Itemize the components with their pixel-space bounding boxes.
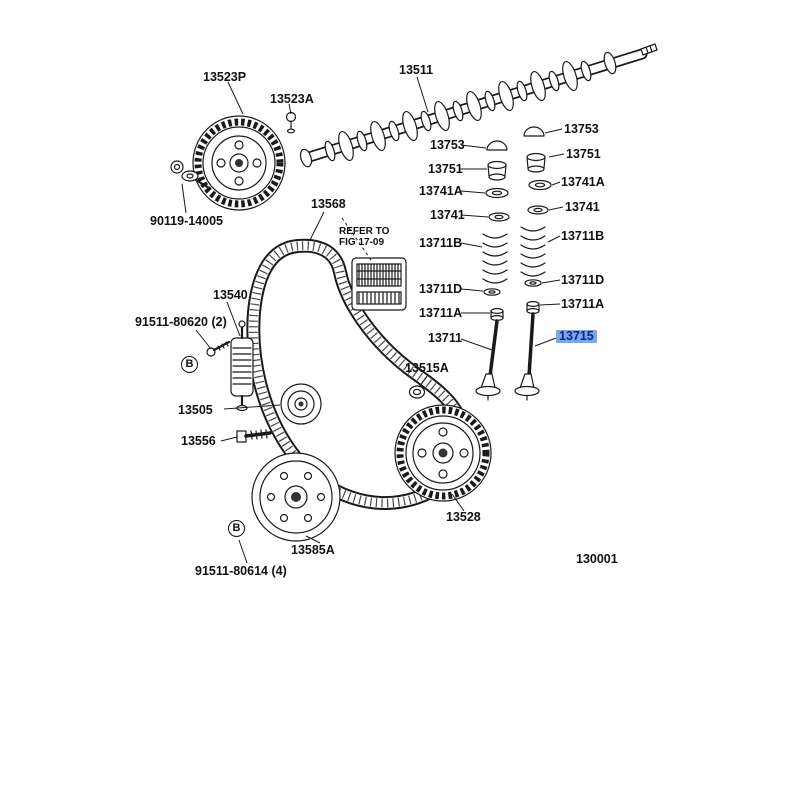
leader-lines <box>181 76 565 564</box>
part-label-13741-right[interactable]: 13741 <box>565 200 600 214</box>
washer-bolt-drawing <box>170 160 211 190</box>
part-label-13711d-right[interactable]: 13711D <box>561 273 605 287</box>
marker-b-tensioner-bolt: B <box>181 356 198 373</box>
part-label-13515a[interactable]: 13515A <box>405 361 449 375</box>
part-label-13711a-left[interactable]: 13711A <box>419 306 463 320</box>
part-label-13711a-right[interactable]: 13711A <box>561 297 605 311</box>
idler-pulley-drawing <box>280 383 322 425</box>
part-label-13711b-left[interactable]: 13711B <box>419 236 463 250</box>
camshaft-drawing <box>299 43 658 168</box>
refer-box-drawing <box>351 257 407 311</box>
cam-pulley-drawing <box>192 115 286 211</box>
refer-note-line1: REFER TO <box>339 226 390 237</box>
part-label-13741a-left[interactable]: 13741A <box>419 184 463 198</box>
part-label-13511[interactable]: 13511 <box>399 63 434 77</box>
ring-13515A-drawing <box>408 385 426 399</box>
refer-note-line2: FIG 17-09 <box>339 237 385 248</box>
part-label-13753-right[interactable]: 13753 <box>564 122 599 136</box>
part-label-91511-80620[interactable]: 91511-80620 (2) <box>135 315 227 329</box>
idler-bolt-drawing <box>236 429 272 443</box>
part-label-13528[interactable]: 13528 <box>446 510 481 524</box>
part-label-13568[interactable]: 13568 <box>311 197 346 211</box>
part-label-13753-left[interactable]: 13753 <box>430 138 465 152</box>
tensioner-drawing <box>230 320 254 412</box>
part-label-13540[interactable]: 13540 <box>213 288 248 302</box>
tensioner-bolt-drawing <box>206 340 231 357</box>
marker-b-crank-bolt: B <box>228 520 245 537</box>
part-label-13711[interactable]: 13711 <box>428 331 463 345</box>
part-label-13715-highlighted[interactable]: 13715 <box>556 330 597 343</box>
part-label-13741-left[interactable]: 13741 <box>430 208 465 222</box>
part-label-13711d-left[interactable]: 13711D <box>419 282 463 296</box>
valve-train-right-drawing <box>514 126 552 401</box>
part-label-13751-right[interactable]: 13751 <box>566 147 601 161</box>
part-label-13523a[interactable]: 13523A <box>270 92 314 106</box>
crank-gear-drawing <box>394 404 492 502</box>
valve-train-left-drawing <box>475 140 510 401</box>
figure-number: 130001 <box>576 552 618 566</box>
part-label-13523p[interactable]: 13523P <box>203 70 247 84</box>
part-label-13585a[interactable]: 13585A <box>291 543 335 557</box>
part-label-13556[interactable]: 13556 <box>181 434 216 448</box>
part-label-91511-80614[interactable]: 91511-80614 (4) <box>195 564 287 578</box>
part-label-13741a-right[interactable]: 13741A <box>561 175 605 189</box>
cam-bolt-drawing <box>285 111 297 134</box>
part-label-13751-left[interactable]: 13751 <box>428 162 463 176</box>
part-label-13711b-right[interactable]: 13711B <box>561 229 605 243</box>
part-label-13505[interactable]: 13505 <box>178 403 213 417</box>
part-label-90119-14005[interactable]: 90119-14005 <box>150 214 223 228</box>
crank-pulley-drawing <box>251 452 341 542</box>
